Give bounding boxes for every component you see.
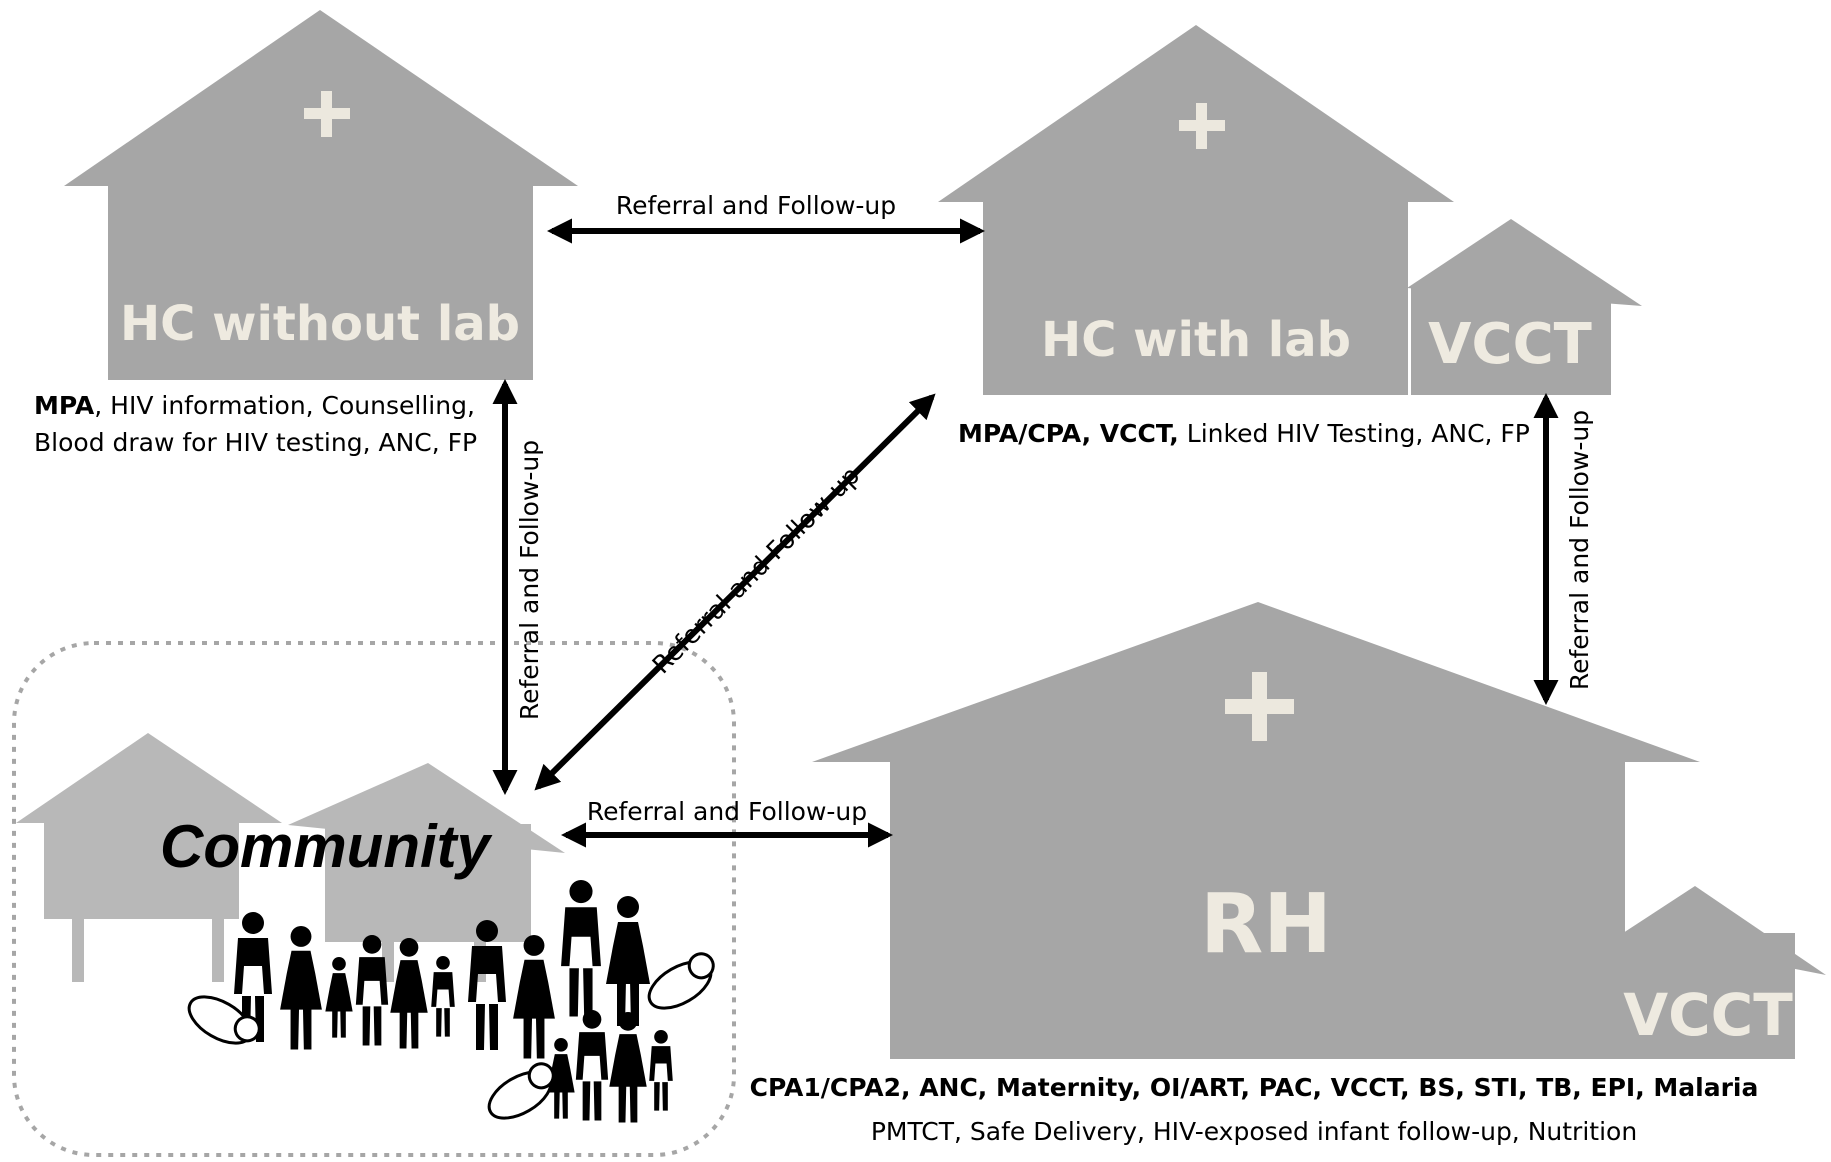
edge-label-hcwo-community: Referral and Follow-up xyxy=(515,440,544,720)
person-icon xyxy=(431,956,455,1037)
community-region xyxy=(12,641,736,1157)
hc-with-lab-caption: MPA/CPA, VCCT, Linked HIV Testing, ANC, … xyxy=(958,419,1530,448)
rh-building xyxy=(812,602,1700,1059)
community-title: Community xyxy=(160,813,493,880)
person-icon xyxy=(575,1010,609,1121)
hc-with-lab-vcct-annex xyxy=(1407,219,1642,395)
person-icon xyxy=(325,957,353,1038)
rh-vcct-label: VCCT xyxy=(1623,981,1793,1049)
baby-icon xyxy=(647,952,715,1010)
baby-icon xyxy=(187,995,261,1045)
person-icon xyxy=(609,1012,647,1123)
person-icon xyxy=(547,1038,575,1119)
plus-icon xyxy=(304,91,350,137)
rh-title: RH xyxy=(1200,877,1332,972)
baby-icon xyxy=(487,1062,555,1120)
person-icon xyxy=(513,935,555,1059)
person-icon xyxy=(606,896,650,1026)
edge-label-hcwo-hcw: Referral and Follow-up xyxy=(616,191,896,220)
hc-without-lab-title: HC without lab xyxy=(120,296,520,352)
edge-label-hcw-community: Referral and Follow-up xyxy=(647,461,866,680)
edge-label-community-rh: Referral and Follow-up xyxy=(587,797,867,826)
person-icon xyxy=(280,926,322,1050)
person-icon xyxy=(561,880,601,1017)
community-stilt-house-left xyxy=(16,733,282,982)
person-icon xyxy=(468,920,506,1050)
hc-without-lab-caption-line2: Blood draw for HIV testing, ANC, FP xyxy=(34,428,477,457)
rh-caption-line1: CPA1/CPA2, ANC, Maternity, OI/ART, PAC, … xyxy=(750,1073,1759,1102)
plus-icon xyxy=(1179,103,1225,149)
rh-vcct-annex xyxy=(1620,886,1826,1059)
arrow-hcw-community xyxy=(534,393,936,791)
hc-with-lab-vcct-label: VCCT xyxy=(1428,312,1592,377)
hc-with-lab-title: HC with lab xyxy=(1041,312,1351,368)
hc-without-lab-caption-line1: MPA, HIV information, Counselling, xyxy=(34,391,475,420)
edge-label-hcw-rh: Referral and Follow-up xyxy=(1565,410,1594,690)
plus-icon xyxy=(1225,672,1294,741)
person-icon xyxy=(390,938,428,1049)
rh-caption-line2: PMTCT, Safe Delivery, HIV-exposed infant… xyxy=(871,1117,1637,1146)
person-icon xyxy=(649,1030,673,1111)
